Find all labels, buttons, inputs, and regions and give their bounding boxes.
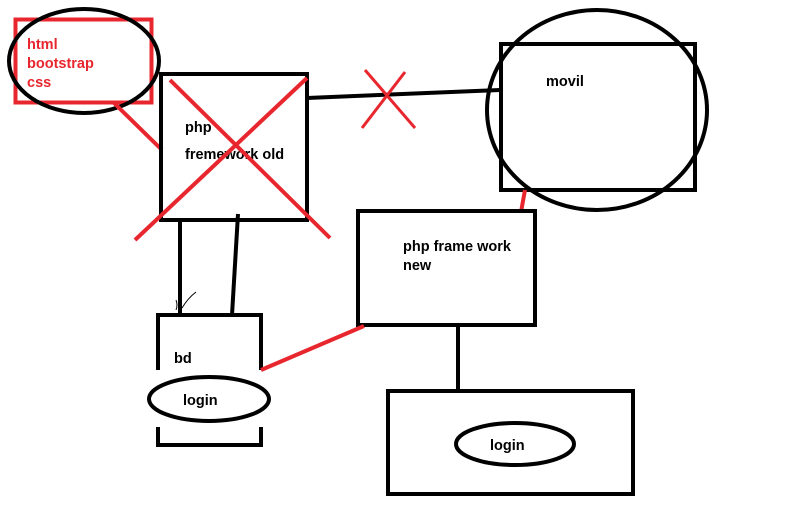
old-framework-cross-a: [168, 78, 332, 240]
frontend-ellipse: [7, 7, 161, 115]
connector-arrow-stroke: [175, 291, 197, 311]
old-framework-cross-b: [133, 76, 309, 242]
connection-cut-mark: [360, 69, 417, 129]
mobile-box: [499, 42, 697, 192]
old-framework-node: php fremework old: [133, 72, 332, 242]
old-framework-box: [159, 72, 309, 222]
database-login-ellipse: [147, 375, 271, 423]
mobile-node: movil: [485, 8, 709, 212]
connector-bd-to-new: [260, 324, 365, 372]
new-login-box: [386, 389, 635, 496]
connector-old-to-bd-right: [230, 213, 240, 316]
mobile-ellipse: [485, 8, 709, 212]
database-node: bd login: [147, 313, 271, 447]
new-login-label: login: [490, 438, 525, 454]
frontend-label-bootstrap: bootstrap: [27, 56, 94, 72]
new-framework-box: [356, 209, 537, 327]
database-label: bd: [174, 351, 192, 367]
new-login-node: login: [386, 389, 635, 496]
connector-old-to-movil: [306, 88, 501, 100]
new-framework-label-line1: php frame work: [403, 239, 512, 255]
frontend-red-box: [13, 17, 154, 105]
connector-frontend-to-old: [112, 101, 164, 152]
frontend-label-html: html: [27, 37, 58, 53]
new-login-ellipse: [454, 421, 576, 467]
connector-movil-to-new: [519, 189, 527, 213]
frontend-node: html bootstrap css: [7, 7, 161, 115]
old-framework-label-php: php: [185, 120, 212, 136]
mobile-label: movil: [546, 74, 584, 90]
frontend-label-css: css: [27, 75, 51, 91]
database-login-label: login: [183, 393, 218, 409]
old-framework-label-name: fremework old: [185, 147, 284, 163]
database-frame: [156, 313, 263, 447]
new-framework-label-line2: new: [403, 258, 432, 274]
new-framework-node: php frame work new: [356, 209, 537, 327]
